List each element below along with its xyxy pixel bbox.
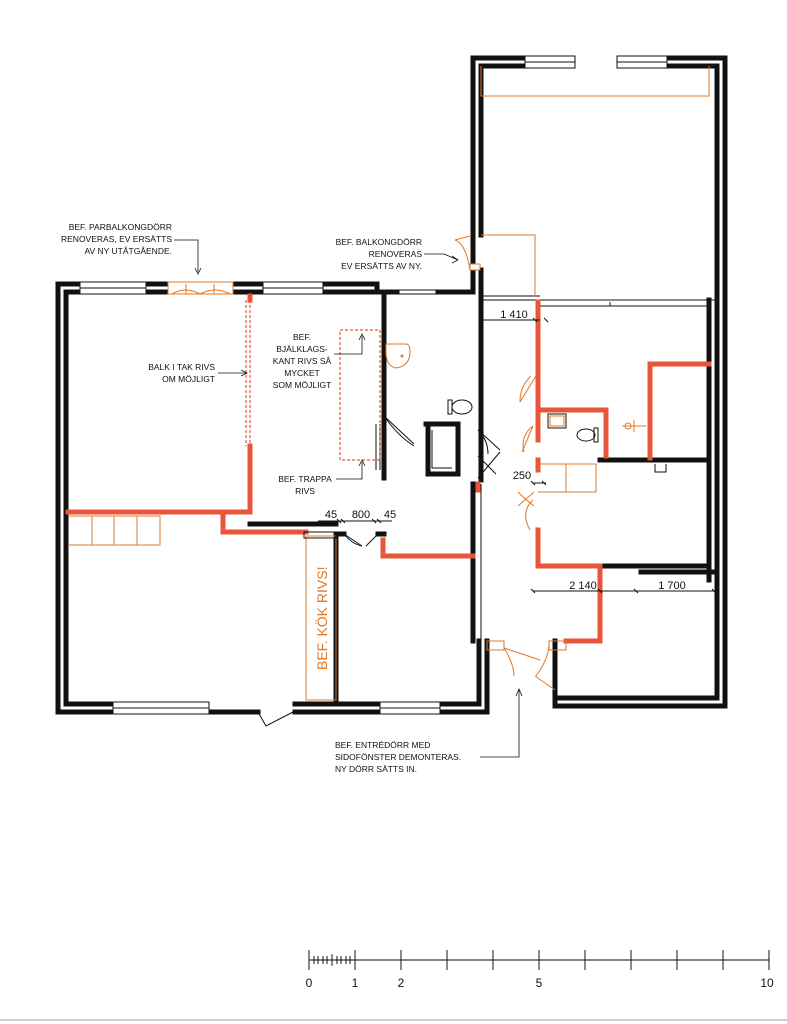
balcony-double-door <box>167 281 234 295</box>
scale-label-1: 1 <box>352 976 359 990</box>
annotation-entre: BEF. ENTRÉDÖRR MED SIDOFÖNSTER DEMONTERA… <box>335 687 523 774</box>
note-line: KANT RIVS SÅ <box>273 356 332 366</box>
scale-label-0: 0 <box>306 976 313 990</box>
annotation-bjalklag: BEF. BJÄLKLAGS- KANT RIVS SÅ MYCKET SOM … <box>273 332 366 390</box>
annotation-parbalkong: BEF. PARBALKONGDÖRR RENOVERAS, EV ERSÄTT… <box>61 222 202 275</box>
note-line: BEF. PARBALKONGDÖRR <box>69 222 172 232</box>
note-line: EV ERSÄTTS AV NY. <box>341 261 422 271</box>
note-line: RENOVERAS, EV ERSÄTTS <box>61 234 172 244</box>
note-line: BEF. <box>293 332 311 342</box>
note-line: BJÄLKLAGS- <box>276 344 328 354</box>
demolition-walls <box>65 293 712 644</box>
note-line: MYCKET <box>284 368 319 378</box>
scale-label-2: 2 <box>398 976 405 990</box>
annotation-balk: BALK I TAK RIVS OM MÖJLIGT <box>148 362 248 384</box>
note-line: NY DÖRR SÄTTS IN. <box>335 764 417 774</box>
note-line: BEF. ENTRÉDÖRR MED <box>335 740 430 750</box>
note-line: SIDOFÖNSTER DEMONTERAS. <box>335 752 461 762</box>
doors <box>257 234 567 727</box>
annotation-trappa: BEF. TRAPPA RIVS <box>278 459 366 496</box>
dim-1700: 1 700 <box>658 580 686 592</box>
dim-800: 800 <box>352 509 370 521</box>
dim-2140: 2 140 <box>569 580 597 592</box>
windows <box>79 55 668 715</box>
dim-1410: 1 410 <box>500 309 528 321</box>
annotation-balkong: BEF. BALKONGDÖRR RENOVERAS EV ERSÄTTS AV… <box>336 237 459 271</box>
scale-label-5: 5 <box>536 976 543 990</box>
dimension-lines: 1 410 250 45 800 45 2 140 1 700 <box>318 309 717 594</box>
note-line: BALK I TAK RIVS <box>148 362 215 372</box>
note-line: BEF. TRAPPA <box>278 474 332 484</box>
note-line: OM MÖJLIGT <box>162 374 215 384</box>
outer-walls <box>55 55 728 715</box>
note-line: BEF. BALKONGDÖRR <box>336 237 422 247</box>
note-line: AV NY UTÅTGÅENDE. <box>84 246 172 256</box>
dim-45-right: 45 <box>384 509 396 521</box>
scale-bar: 0 1 2 5 10 <box>306 950 774 990</box>
dim-250: 250 <box>513 470 531 482</box>
note-line: SOM MÖJLIGT <box>273 380 332 390</box>
scale-label-10: 10 <box>760 976 774 990</box>
note-line: RENOVERAS <box>369 249 423 259</box>
kitchen-demolition-label: BEF. KÖK RIVS! <box>313 567 330 670</box>
note-line: RIVS <box>295 486 315 496</box>
dim-45-left: 45 <box>325 509 337 521</box>
fixtures <box>68 66 710 701</box>
